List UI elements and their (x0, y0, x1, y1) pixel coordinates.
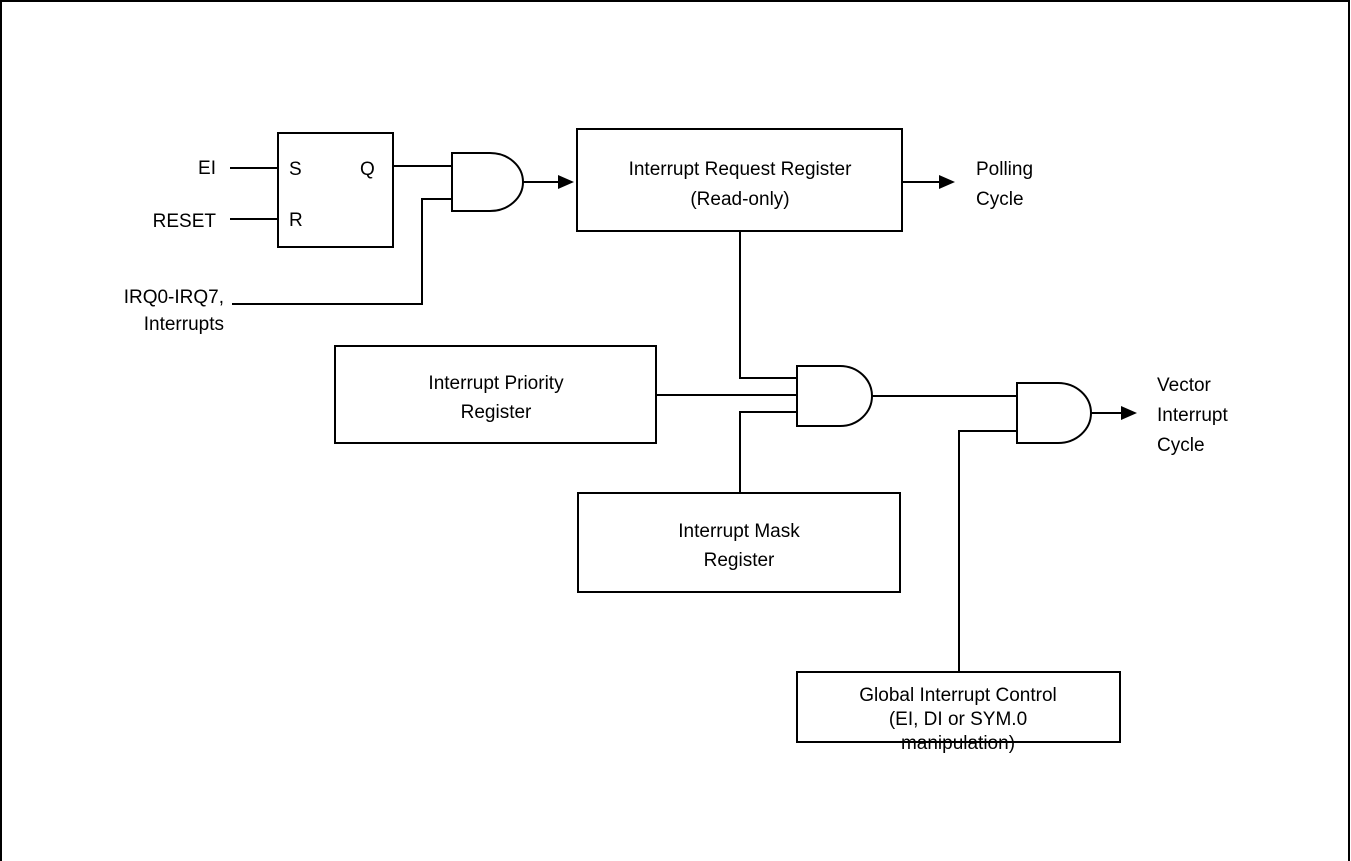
mask-to-gate2-wire (739, 411, 797, 493)
irq-label-line1: IRQ0-IRQ7, (124, 287, 224, 308)
mask-register-line2: Register (704, 550, 775, 571)
global-control-line1: Global Interrupt Control (859, 685, 1057, 706)
ei-label: EI (198, 158, 216, 179)
global-to-gate3-wire (958, 430, 1017, 672)
request-register-line2: (Read-only) (690, 189, 789, 210)
and-gate-3 (1016, 382, 1092, 444)
interrupt-request-register (576, 128, 903, 232)
polling-label-line1: Polling (976, 159, 1033, 180)
request-register-line1: Interrupt Request Register (629, 159, 853, 180)
irq-label-line2: Interrupts (144, 314, 224, 335)
priority-register-line2: Register (461, 402, 532, 423)
flipflop-q-label: Q (360, 159, 375, 180)
mask-register-line1: Interrupt Mask (678, 521, 800, 542)
irq-wire (232, 198, 452, 305)
vector-label-line3: Cycle (1157, 435, 1205, 456)
and-gate-2 (796, 365, 873, 427)
gate1-arrowhead (558, 175, 574, 189)
request-to-gate2-wire (739, 231, 797, 379)
flipflop-s-label: S (289, 159, 302, 180)
reset-label: RESET (153, 211, 217, 232)
interrupt-mask-register (577, 492, 901, 593)
polling-arrowhead (939, 175, 955, 189)
sr-flipflop (277, 132, 394, 248)
global-interrupt-control (796, 671, 1121, 743)
global-control-line3: manipulation) (901, 733, 1015, 754)
vector-arrowhead (1121, 406, 1137, 420)
interrupt-priority-register (334, 345, 657, 444)
global-control-line2: (EI, DI or SYM.0 (889, 709, 1027, 730)
vector-label-line2: Interrupt (1157, 405, 1228, 426)
priority-register-line1: Interrupt Priority (428, 373, 564, 394)
polling-label-line2: Cycle (976, 189, 1024, 210)
flipflop-r-label: R (289, 210, 303, 231)
vector-label-line1: Vector (1157, 375, 1212, 396)
and-gate-1 (451, 152, 524, 212)
